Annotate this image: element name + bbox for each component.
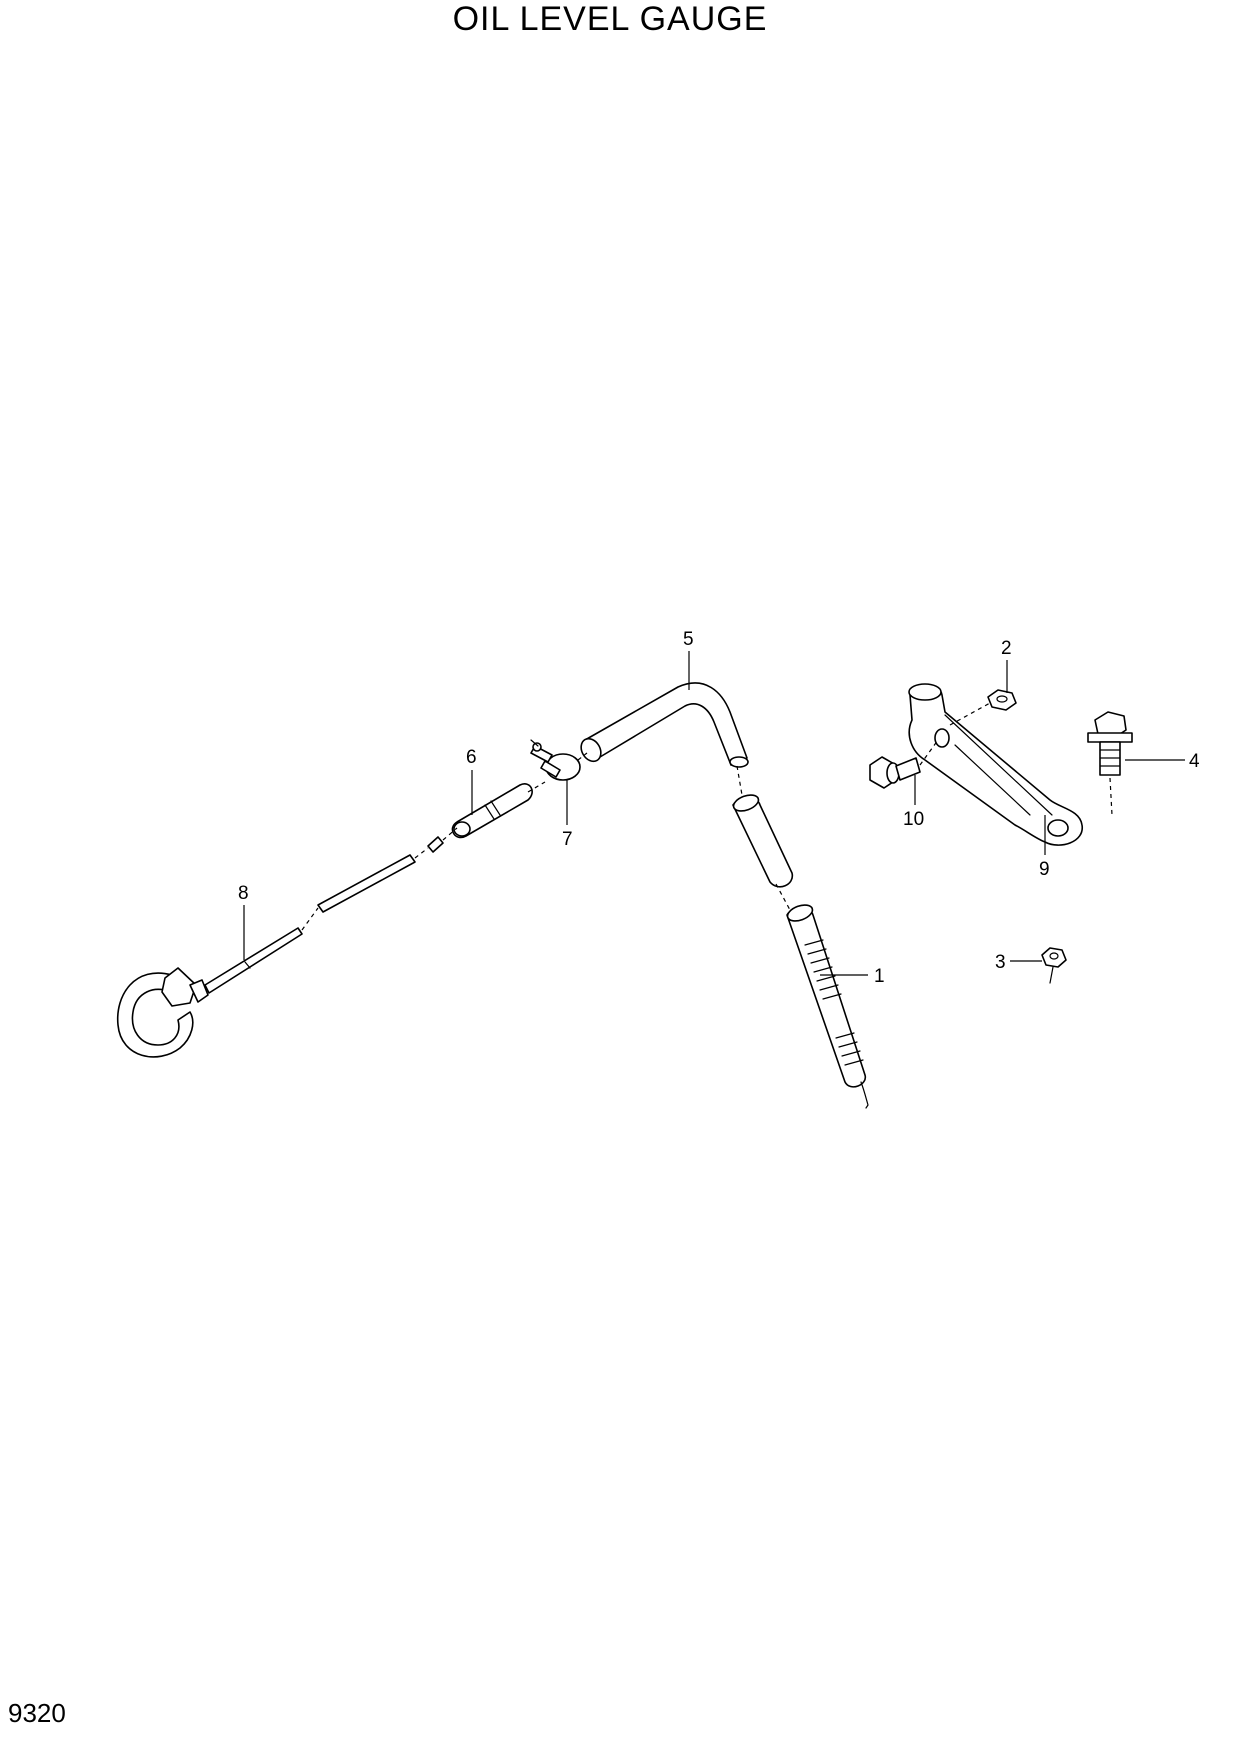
hex-nut-2 — [987, 689, 1017, 711]
flange-bolt-10 — [869, 756, 921, 789]
callout-4: 4 — [1189, 751, 1200, 772]
mounting-bracket — [908, 683, 1083, 846]
callout-9: 9 — [1039, 859, 1050, 880]
leader-lines — [243, 651, 1185, 976]
guide-tube-short — [451, 783, 533, 839]
bent-guide-hose — [580, 682, 749, 768]
page-title: OIL LEVEL GAUGE — [452, 0, 768, 38]
callout-1: 1 — [874, 966, 885, 987]
lower-guide-tube — [732, 794, 869, 1109]
callout-6: 6 — [466, 747, 477, 768]
callout-10: 10 — [903, 809, 924, 830]
callout-5: 5 — [683, 629, 694, 650]
small-nut-3 — [1041, 947, 1067, 984]
callout-7: 7 — [562, 829, 573, 850]
callouts: 1 2 3 4 5 6 7 8 9 10 — [238, 629, 1200, 987]
callout-8: 8 — [238, 883, 249, 904]
thread-pattern — [804, 939, 864, 1066]
callout-3: 3 — [995, 952, 1006, 973]
callout-2: 2 — [1001, 638, 1012, 659]
assembly-lines — [301, 702, 1113, 931]
flange-bolt-4 — [1087, 711, 1133, 776]
hose-clamp — [530, 739, 581, 781]
page-number: 9320 — [8, 1698, 66, 1728]
dipstick-gauge — [116, 836, 444, 1058]
